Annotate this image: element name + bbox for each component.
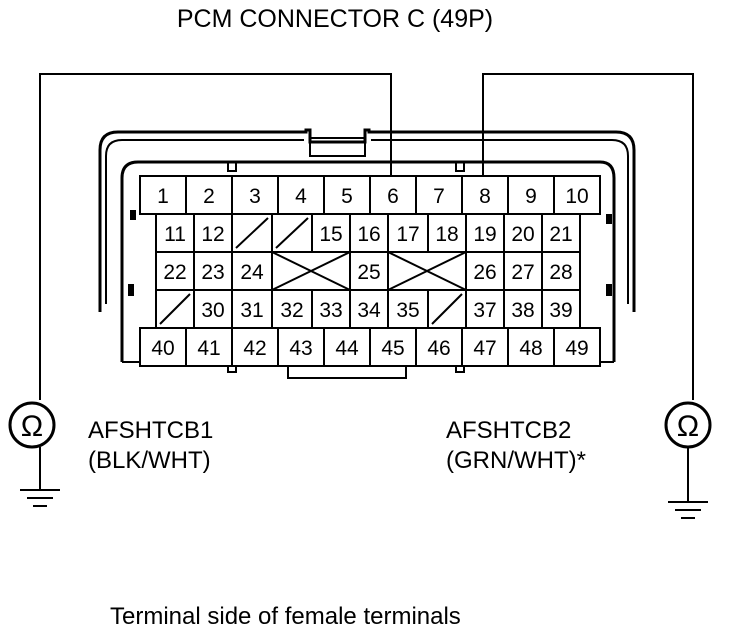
left-ohmmeter: Ω	[8, 401, 60, 507]
terminal-number: 32	[280, 299, 303, 322]
terminal-cell	[139, 327, 187, 367]
terminal-number: 43	[289, 337, 312, 360]
ohm-icon: Ω	[677, 410, 699, 443]
terminal-number: 2	[203, 185, 215, 208]
terminal-cell	[231, 327, 279, 367]
terminal-number: 44	[335, 337, 359, 360]
left-wire-color: (BLK/WHT)	[88, 447, 211, 474]
terminal-number: 19	[473, 223, 496, 246]
terminal-cell	[507, 327, 555, 367]
terminal-cell	[465, 289, 505, 329]
terminal-number: 1	[157, 185, 169, 208]
terminal-number: 7	[433, 185, 445, 208]
terminal-number: 37	[473, 299, 496, 322]
terminal-number: 31	[240, 299, 263, 322]
terminal-cell	[461, 327, 509, 367]
terminal-number: 9	[525, 185, 537, 208]
terminal-cell	[193, 251, 233, 291]
terminal-cell	[553, 327, 601, 367]
terminal-number: 48	[519, 337, 542, 360]
terminal-number: 34	[357, 299, 381, 322]
terminal-cell	[323, 175, 371, 215]
terminal-cell	[369, 175, 417, 215]
terminal-number: 3	[249, 185, 261, 208]
right-wire-color: (GRN/WHT)*	[446, 447, 586, 474]
terminal-number: 25	[357, 261, 380, 284]
terminal-number: 40	[151, 337, 174, 360]
terminal-number: 18	[435, 223, 458, 246]
terminal-number: 30	[201, 299, 224, 322]
terminal-cell	[503, 289, 543, 329]
right-probe-wire	[482, 73, 694, 400]
terminal-number: 5	[341, 185, 353, 208]
terminal-number: 41	[197, 337, 220, 360]
terminal-number: 6	[387, 185, 399, 208]
diagram-title: PCM CONNECTOR C (49P)	[177, 5, 493, 33]
terminal-number: 35	[396, 299, 419, 322]
terminal-number: 38	[511, 299, 534, 322]
terminal-cell	[415, 175, 463, 215]
right-signal-label: AFSHTCB2	[446, 417, 571, 444]
terminal-number: 10	[565, 185, 588, 208]
right-ohmmeter: Ω	[664, 401, 712, 519]
terminal-number: 26	[473, 261, 496, 284]
footer-caption: Terminal side of female terminals	[110, 603, 461, 628]
blank-terminal-mark	[235, 217, 269, 249]
terminal-number: 11	[164, 223, 186, 246]
blank-terminal-mark	[431, 293, 463, 325]
terminal-number: 17	[396, 223, 419, 246]
terminal-number: 22	[163, 261, 186, 284]
terminal-cell	[465, 251, 505, 291]
terminal-number: 15	[319, 223, 342, 246]
terminal-number: 45	[381, 337, 404, 360]
left-probe-wire	[39, 73, 392, 400]
terminal-cell	[465, 213, 505, 253]
blank-terminal-mark	[387, 251, 467, 291]
terminal-number: 23	[201, 261, 224, 284]
terminal-cell	[541, 213, 581, 253]
terminal-cell	[541, 289, 581, 329]
terminal-cell	[271, 289, 313, 329]
terminal-number: 39	[549, 299, 572, 322]
terminal-number: 21	[549, 223, 572, 246]
terminal-cell	[193, 289, 233, 329]
blank-terminal-mark	[275, 217, 309, 249]
terminal-number: 28	[549, 261, 572, 284]
terminal-number: 4	[295, 185, 307, 208]
terminal-number: 24	[240, 261, 264, 284]
blank-terminal-mark	[159, 293, 191, 325]
left-signal-label: AFSHTCB1	[88, 417, 213, 444]
terminal-number: 16	[357, 223, 380, 246]
terminal-number: 8	[479, 185, 491, 208]
terminal-number: 12	[201, 223, 224, 246]
terminal-number: 49	[565, 337, 588, 360]
terminal-number: 27	[511, 261, 534, 284]
ohm-icon: Ω	[21, 410, 43, 443]
terminal-number: 20	[511, 223, 534, 246]
terminal-cell	[323, 327, 371, 367]
terminal-number: 47	[473, 337, 496, 360]
terminal-cell	[387, 213, 429, 253]
connector-housing	[98, 128, 636, 379]
terminal-cell	[231, 251, 273, 291]
terminal-number: 42	[243, 337, 266, 360]
blank-terminal-mark	[271, 251, 351, 291]
terminal-number: 33	[319, 299, 342, 322]
terminal-number: 46	[427, 337, 450, 360]
terminal-cell	[541, 251, 581, 291]
terminal-cell	[415, 327, 463, 367]
